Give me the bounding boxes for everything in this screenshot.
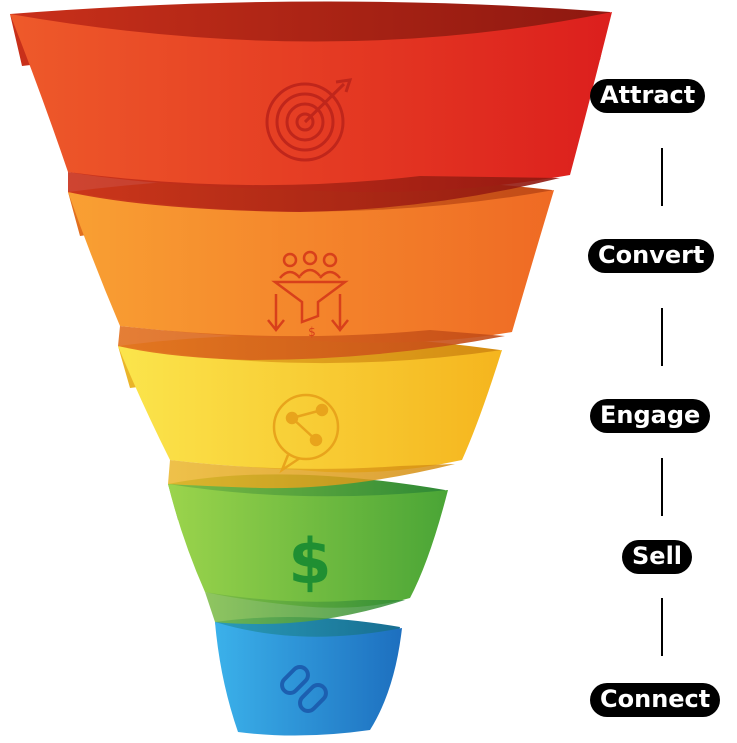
connector-line (661, 148, 663, 206)
connector-line (661, 598, 663, 656)
engage-band (118, 346, 502, 473)
attract-band (10, 12, 612, 193)
convert-band (68, 190, 554, 343)
svg-text:$: $ (288, 525, 331, 598)
stage-label-engage: Engage (590, 399, 711, 433)
engage-twist (168, 460, 455, 489)
connector-line (661, 308, 663, 366)
connector-line (661, 458, 663, 516)
target-icon (265, 78, 353, 162)
share-bubble-icon (272, 393, 340, 474)
svg-text:$: $ (308, 325, 316, 339)
stage-label-attract: Attract (590, 79, 706, 113)
dollar-icon: $ (288, 525, 331, 598)
funnel-people-icon: $ (267, 250, 349, 339)
convert-twist (118, 326, 505, 360)
stage-label-sell: Sell (622, 540, 693, 574)
stage-label-connect: Connect (590, 683, 721, 717)
link-icon (280, 665, 328, 713)
stage-label-convert: Convert (588, 239, 715, 273)
sell-band (168, 484, 448, 608)
attract-twist (68, 172, 560, 212)
sell-twist (205, 592, 405, 624)
